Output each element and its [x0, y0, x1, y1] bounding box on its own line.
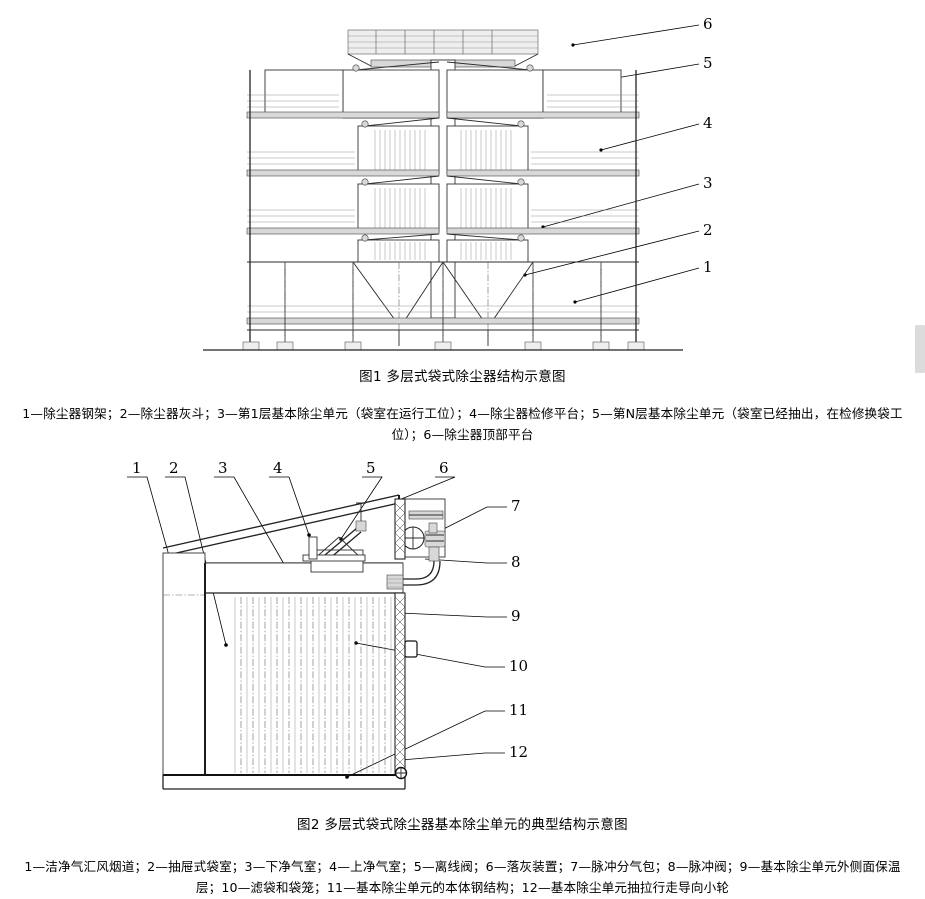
figure-2-legend: 1—洁净气汇风烟道；2—抽屉式袋室；3—下净气室；4—上净气室；5—离线阀；6—… [24, 859, 901, 895]
figure-2-callout-6: 6 [439, 459, 449, 477]
figure-1-leader-dot-4 [598, 148, 603, 152]
guide-wheel [394, 766, 407, 780]
figure-2-callout-2: 2 [169, 459, 179, 477]
figure-2-callout-7: 7 [511, 497, 521, 515]
figure-1-leader-4 [600, 123, 699, 151]
figure-2-diagram: 1 2 3 4 5 6 7 8 9 10 11 12 [0, 455, 925, 810]
figure-1-callout-5: 5 [703, 54, 713, 72]
clean-gas-flue [162, 552, 205, 776]
figure-1-callout-2: 2 [703, 221, 713, 239]
figure-1-title: 图1 多层式袋式除尘器结构示意图 [359, 369, 566, 385]
figure-1-callout-4: 4 [703, 114, 713, 132]
figure-2-callout-9: 9 [511, 607, 521, 625]
insulation-wall [394, 498, 418, 776]
figure-1-callout-1: 1 [703, 258, 713, 276]
figure-1-leader-3 [542, 183, 699, 228]
figure-2-callout-3: 3 [218, 459, 228, 477]
figure-1-callout-6: 6 [703, 15, 713, 33]
unit-level-1 [357, 233, 528, 263]
figure-1-diagram: 6 5 4 3 2 1 [0, 0, 925, 365]
pulse-air-header [424, 522, 445, 548]
figure-2-title: 图2 多层式袋式除尘器基本除尘单元的典型结构示意图 [297, 817, 628, 833]
figure-2-callout-5: 5 [366, 459, 376, 477]
steel-frame [202, 70, 683, 351]
unit-level-3 [246, 117, 639, 177]
offline-valve [302, 502, 366, 573]
figure-2-callout-12: 12 [509, 743, 528, 761]
upper-clean-chamber [204, 562, 403, 594]
body-steel-structure [161, 774, 406, 790]
top-platform [347, 29, 538, 68]
figure-1-leader-dot-6 [570, 43, 575, 47]
unit-level-n [246, 61, 639, 119]
figure-2-callout-4: 4 [273, 459, 283, 477]
filter-bags-cages [234, 597, 391, 773]
figure-1-leader-6 [572, 24, 699, 46]
figure-1-legend: 1—除尘器钢架；2—除尘器灰斗；3—第1层基本除尘单元（袋室在运行工位）；4—除… [22, 406, 903, 442]
figure-1-leader-dot-1 [572, 300, 577, 304]
figure-1-leader-1 [574, 267, 699, 303]
figure-2-callout-11: 11 [509, 701, 528, 719]
scrollbar-thumb[interactable] [915, 325, 925, 373]
figure-2-drawing: 1 2 3 4 5 6 7 8 9 10 11 12 [126, 459, 528, 790]
figure-2-callout-10: 10 [509, 657, 528, 675]
lower-clean-chamber [203, 563, 403, 775]
pulse-valve [386, 546, 441, 590]
figure-1-drawing: 6 5 4 3 2 1 [202, 15, 713, 351]
figure-2-callout-8: 8 [511, 553, 521, 571]
figure-1-leader-2 [524, 230, 699, 276]
figure-2-callout-1: 1 [132, 459, 142, 477]
unit-level-2 [246, 175, 639, 235]
figure-1-callout-3: 3 [703, 174, 713, 192]
